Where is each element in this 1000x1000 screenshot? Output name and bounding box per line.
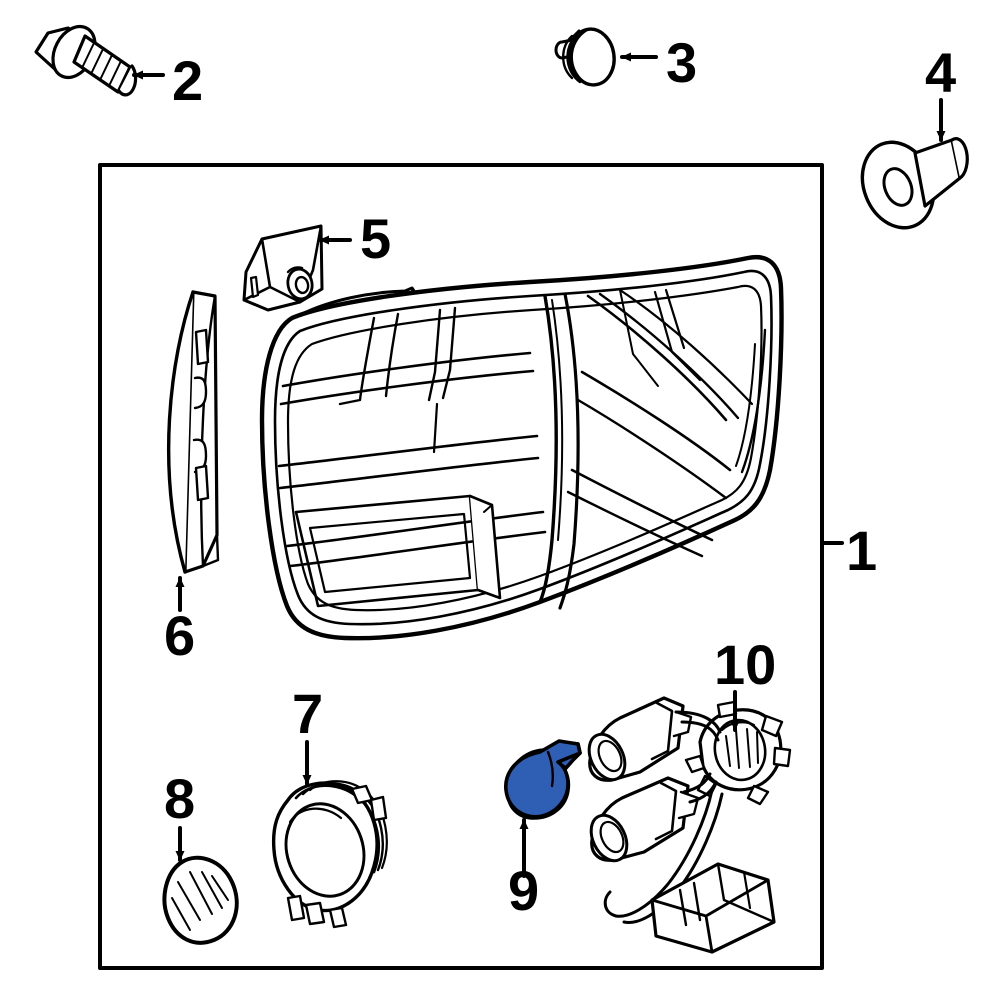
callout-number-4: 4 bbox=[925, 41, 956, 104]
part-tail-lamp-bulb[interactable] bbox=[504, 739, 582, 820]
callout-number-7: 7 bbox=[292, 682, 323, 745]
callout-number-3: 3 bbox=[666, 31, 697, 94]
callout-number-5: 5 bbox=[360, 207, 391, 270]
part-push-pin-grommet[interactable] bbox=[554, 26, 618, 88]
part-foam-gasket-pad[interactable] bbox=[162, 855, 239, 945]
part-tail-lamp-assembly[interactable] bbox=[259, 254, 784, 641]
callout-number-10: 10 bbox=[714, 633, 776, 696]
part-bulb-socket-ring[interactable] bbox=[271, 780, 388, 929]
callout-numbers: 1 2 3 4 5 6 7 8 9 10 bbox=[164, 31, 956, 922]
part-lamp-seal-gasket-strip[interactable] bbox=[166, 290, 220, 574]
callout-number-8: 8 bbox=[164, 767, 195, 830]
part-mounting-bracket-stud[interactable] bbox=[242, 224, 324, 312]
callout-number-2: 2 bbox=[172, 49, 203, 112]
callout-number-6: 6 bbox=[164, 604, 195, 667]
callout-number-1: 1 bbox=[846, 519, 877, 582]
part-push-in-retainer-clip[interactable] bbox=[850, 131, 969, 238]
callout-number-9: 9 bbox=[508, 859, 539, 922]
part-hex-flange-bolt[interactable] bbox=[34, 19, 138, 97]
